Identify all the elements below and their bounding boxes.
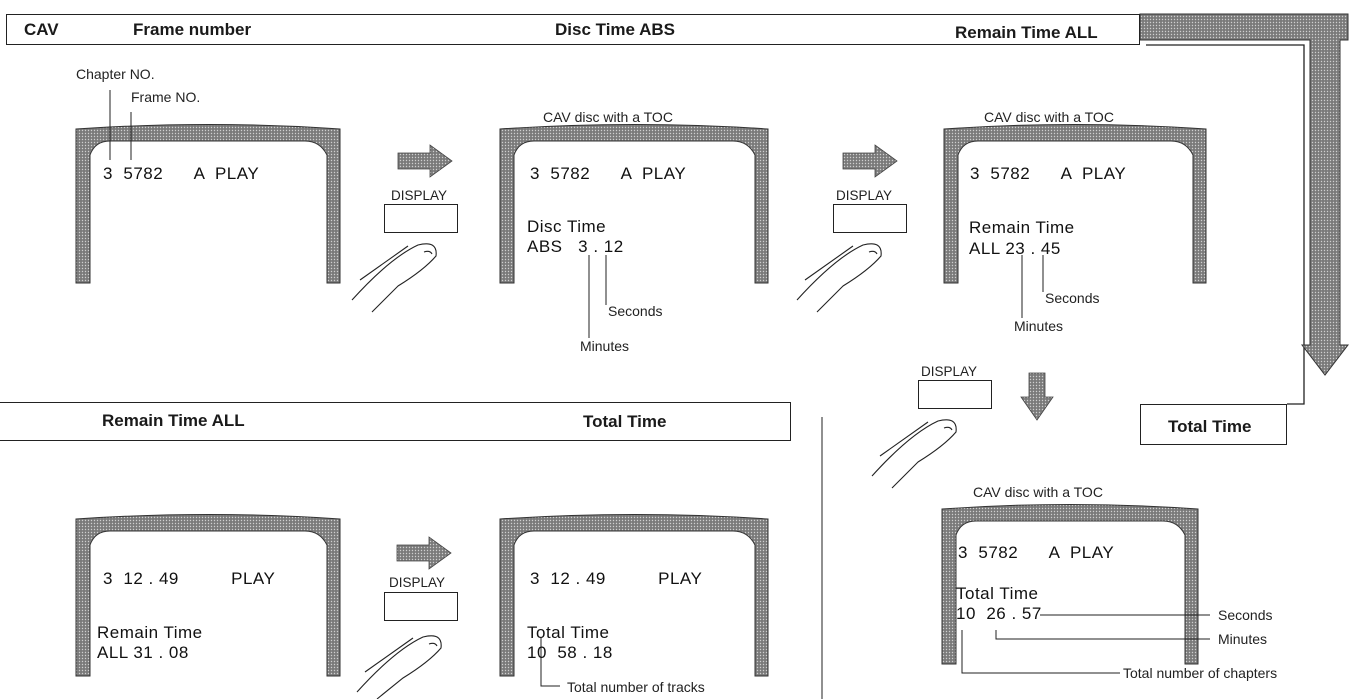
callout-frame-no: Frame NO. (131, 89, 200, 105)
display-button-label: DISPLAY (836, 188, 892, 203)
callout-lines (1022, 255, 1043, 318)
header-step-total-time-bottom: Total Time (583, 412, 666, 432)
screen-frame (944, 125, 1206, 284)
callout-seconds: Seconds (1218, 607, 1272, 623)
top-flow-frame (1146, 45, 1304, 404)
finger-icon (357, 636, 441, 699)
screen2-line3: ABS 3 . 12 (527, 237, 624, 257)
callout-minutes: Minutes (580, 338, 629, 354)
step-arrow (398, 145, 452, 177)
display-button[interactable] (833, 204, 907, 233)
screen6-line3: 10 58 . 18 (527, 643, 613, 663)
screen4-line3: 10 26 . 57 (956, 604, 1042, 624)
screen3-line3: ALL 23 . 45 (969, 239, 1061, 259)
display-button[interactable] (384, 204, 458, 233)
display-button[interactable] (384, 592, 458, 621)
step-arrow (843, 145, 897, 177)
down-flow-arrow (1140, 14, 1348, 375)
header-step-disc-time: Disc Time ABS (555, 20, 675, 40)
screen-caption: CAV disc with a TOC (973, 484, 1103, 500)
screen5-line3: ALL 31 . 08 (97, 643, 189, 663)
finger-icon (872, 420, 956, 488)
screen-caption: CAV disc with a TOC (543, 109, 673, 125)
screen5-line1: 3 12 . 49 PLAY (103, 569, 275, 589)
callout-total-tracks: Total number of tracks (567, 679, 705, 695)
display-button-label: DISPLAY (921, 364, 977, 379)
screen5-line2: Remain Time (97, 623, 203, 643)
header-step-frame-number: Frame number (133, 20, 251, 40)
mode-label: CAV (24, 20, 59, 40)
screen6-line2: Total Time (527, 623, 609, 643)
finger-icon (797, 244, 881, 312)
callout-minutes: Minutes (1218, 631, 1267, 647)
screen3-line1: 3 5782 A PLAY (970, 164, 1126, 184)
screen1-line1: 3 5782 A PLAY (103, 164, 259, 184)
callout-lines (589, 255, 606, 338)
header-step-remain-time: Remain Time ALL (955, 23, 1098, 43)
screen4-line2: Total Time (956, 584, 1038, 604)
display-button-label: DISPLAY (391, 188, 447, 203)
display-button-label: DISPLAY (389, 575, 445, 590)
step-arrow (397, 537, 451, 569)
screen2-line2: Disc Time (527, 217, 606, 237)
screen-frame (500, 125, 768, 284)
screen6-line1: 3 12 . 49 PLAY (530, 569, 702, 589)
callout-chapter-no: Chapter NO. (76, 66, 155, 82)
display-button[interactable] (918, 380, 992, 409)
screen2-line1: 3 5782 A PLAY (530, 164, 686, 184)
screen4-line1: 3 5782 A PLAY (958, 543, 1114, 563)
screen3-line2: Remain Time (969, 218, 1075, 238)
callout-lines (110, 90, 131, 160)
callout-total-chapters: Total number of chapters (1123, 665, 1277, 681)
screen-frame (76, 125, 340, 284)
header-step-total-time: Total Time (1168, 417, 1251, 437)
finger-icon (352, 244, 436, 312)
screen-caption: CAV disc with a TOC (984, 109, 1114, 125)
callout-minutes: Minutes (1014, 318, 1063, 334)
step-arrow-down (1021, 373, 1053, 420)
callout-seconds: Seconds (608, 303, 662, 319)
callout-seconds: Seconds (1045, 290, 1099, 306)
header-step-remain-time-bottom: Remain Time ALL (102, 411, 245, 431)
